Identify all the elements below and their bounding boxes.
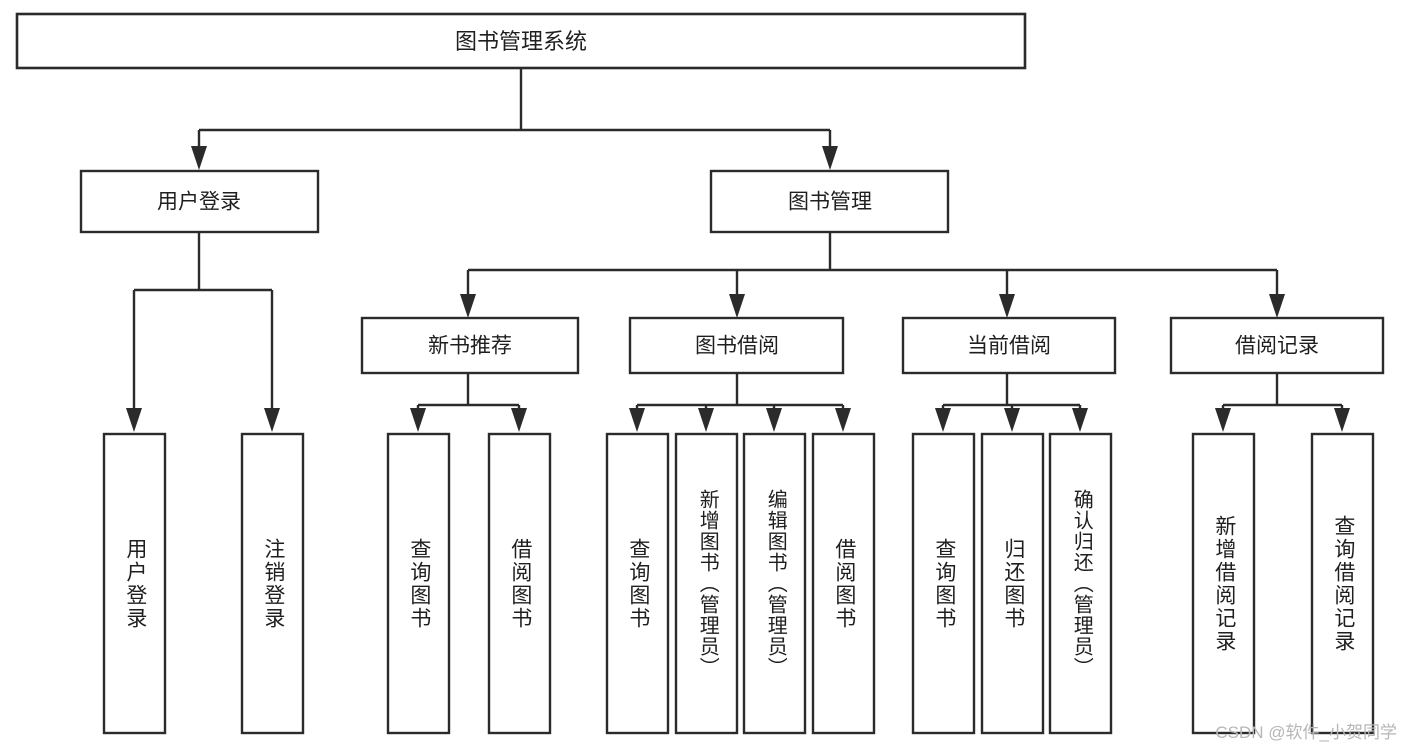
node-new-book-recommend-label: 新书推荐 bbox=[428, 335, 512, 358]
node-user-login-label: 用户登录 bbox=[157, 191, 241, 214]
node-current-borrow-box[interactable] bbox=[901, 316, 1117, 375]
node-new-book-recommend-box[interactable] bbox=[360, 316, 580, 375]
arrow-to-leaf-borrow-book-2 bbox=[835, 408, 851, 432]
leaf-box-logout[interactable] bbox=[240, 432, 305, 735]
node-book-borrow[interactable]: 图书借阅 bbox=[628, 316, 845, 375]
node-book-borrow-label: 图书借阅 bbox=[695, 335, 779, 358]
leaf-box-borrow-book-2[interactable] bbox=[811, 432, 876, 735]
arrow-to-leaf-return-book bbox=[1004, 408, 1020, 432]
leaf-box-query-book-3[interactable] bbox=[911, 432, 976, 735]
leaf-box-confirm-return[interactable] bbox=[1048, 432, 1113, 735]
node-new-book-recommend[interactable]: 新书推荐 bbox=[360, 316, 580, 375]
arrow-to-leaf-query-book-1 bbox=[410, 408, 426, 432]
leaf-box-edit-book[interactable] bbox=[742, 432, 807, 735]
leaf-box-layer bbox=[102, 432, 1375, 735]
arrow-to-leaf-query-book-2 bbox=[629, 408, 645, 432]
leaf-box-user-login[interactable] bbox=[102, 432, 167, 735]
node-borrow-record-box[interactable] bbox=[1169, 316, 1385, 375]
node-book-borrow-box[interactable] bbox=[628, 316, 845, 375]
node-borrow-record-label: 借阅记录 bbox=[1235, 335, 1319, 358]
node-book-manage[interactable]: 图书管理 bbox=[709, 169, 950, 234]
node-borrow-record[interactable]: 借阅记录 bbox=[1169, 316, 1385, 375]
arrow-to-book-borrow bbox=[729, 294, 745, 318]
node-book-manage-label: 图书管理 bbox=[788, 191, 872, 214]
leaf-box-return-book[interactable] bbox=[980, 432, 1045, 735]
node-root-box[interactable] bbox=[15, 12, 1027, 70]
arrow-to-current-borrow bbox=[999, 294, 1015, 318]
leaf-box-add-record[interactable] bbox=[1191, 432, 1256, 735]
leaf-box-query-record[interactable] bbox=[1310, 432, 1375, 735]
arrow-to-leaf-borrow-book-1 bbox=[511, 408, 527, 432]
arrow-to-leaf-add-book bbox=[698, 408, 714, 432]
csdn-watermark: CSDN @软件_小贺同学 bbox=[1215, 723, 1397, 742]
arrow-to-leaf-query-record bbox=[1334, 408, 1350, 432]
arrow-to-leaf-edit-book bbox=[766, 408, 782, 432]
node-current-borrow[interactable]: 当前借阅 bbox=[901, 316, 1117, 375]
arrow-to-leaf-confirm-return bbox=[1072, 408, 1088, 432]
arrow-to-book-manage bbox=[822, 146, 838, 170]
arrow-to-leaf-query-book-3 bbox=[935, 408, 951, 432]
node-user-login-box[interactable] bbox=[79, 169, 320, 234]
arrow-to-borrow-record bbox=[1269, 294, 1285, 318]
leaf-box-query-book-2[interactable] bbox=[605, 432, 670, 735]
arrow-to-leaf-add-record bbox=[1215, 408, 1231, 432]
node-user-login[interactable]: 用户登录 bbox=[79, 169, 320, 234]
arrow-to-leaf-user-login bbox=[126, 408, 142, 432]
leaf-box-add-book[interactable] bbox=[674, 432, 739, 735]
node-current-borrow-label: 当前借阅 bbox=[967, 335, 1051, 358]
leaf-box-borrow-book-1[interactable] bbox=[487, 432, 552, 735]
node-book-manage-box[interactable] bbox=[709, 169, 950, 234]
connector-layer bbox=[126, 68, 1350, 432]
node-root[interactable]: 图书管理系统 bbox=[15, 12, 1027, 70]
arrow-to-user-login bbox=[191, 146, 207, 170]
leaf-box-query-book-1[interactable] bbox=[386, 432, 451, 735]
arrow-to-leaf-logout bbox=[264, 408, 280, 432]
arrow-to-new-book-recommend bbox=[460, 294, 476, 318]
node-root-label: 图书管理系统 bbox=[455, 29, 587, 54]
